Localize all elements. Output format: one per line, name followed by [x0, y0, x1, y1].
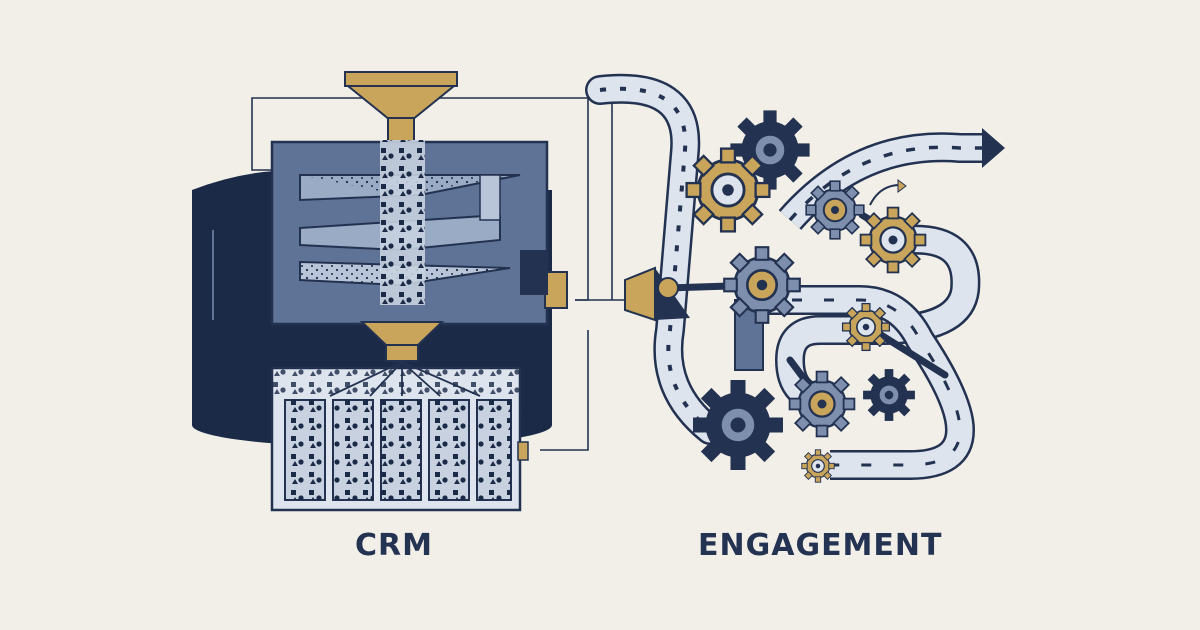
pipe-icon	[585, 73, 985, 480]
gear-icon	[801, 449, 835, 483]
bins-icon	[270, 361, 529, 512]
funnel-icon	[344, 71, 458, 143]
sorting-machine-icon	[270, 140, 568, 326]
gear-icon	[859, 206, 927, 274]
gear-icon	[685, 147, 771, 233]
arrow-icon	[869, 184, 901, 206]
gear-icon	[841, 302, 891, 352]
gear-icon	[722, 245, 802, 325]
gear-icon	[788, 370, 856, 438]
crm-label: CRM	[355, 528, 433, 563]
engagement-label: ENGAGEMENT	[698, 528, 943, 563]
arrow-icon	[982, 128, 1005, 168]
funnel-icon	[359, 321, 445, 362]
gear-icon	[693, 380, 783, 470]
gear-icon	[863, 369, 915, 421]
gear-icon	[805, 180, 865, 240]
